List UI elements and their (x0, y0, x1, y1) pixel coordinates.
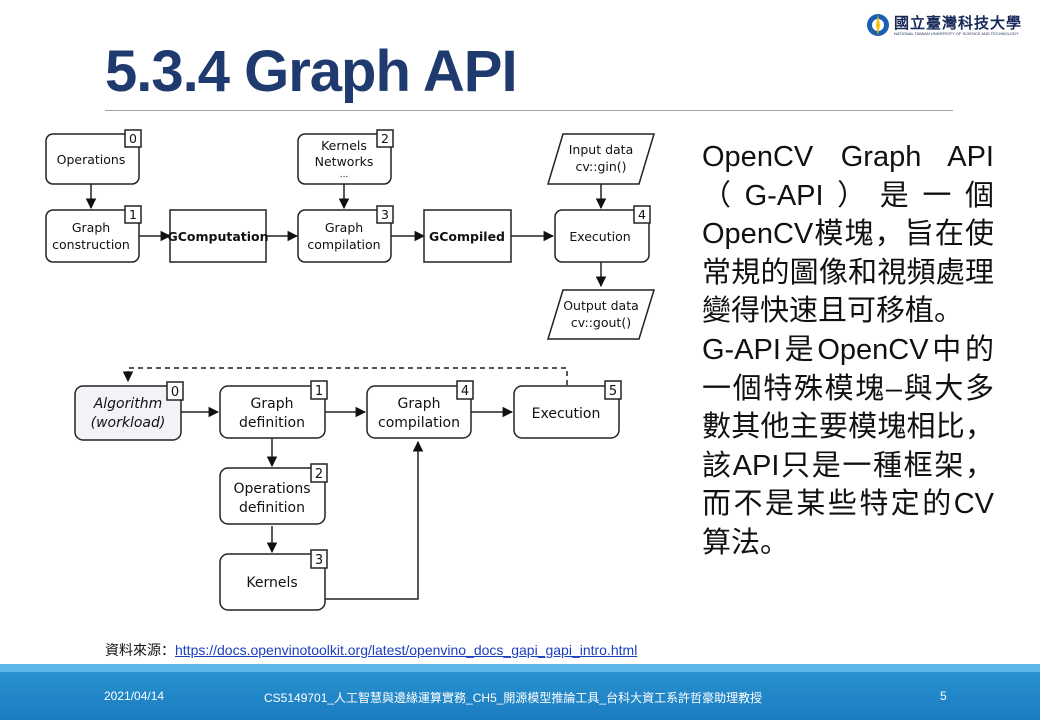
kernels-bottom-label: Kernels (246, 575, 297, 591)
graph-compilation-num: 3 (381, 207, 389, 222)
source-citation: 資料來源：https://docs.openvinotoolkit.org/la… (105, 640, 637, 660)
algorithm-num: 0 (171, 385, 179, 400)
operations-definition-l1: Operations (234, 481, 311, 497)
body-paragraph-2: G-API是OpenCV中的一個特殊模塊–與大多數其他主要模塊相比，該API只是… (702, 333, 994, 559)
execution-top-label: Execution (569, 229, 630, 244)
source-link[interactable]: https://docs.openvinotoolkit.org/latest/… (175, 642, 638, 658)
source-label: 資料來源： (105, 642, 175, 658)
graph-definition-num: 1 (315, 384, 323, 399)
title-divider (105, 110, 953, 111)
university-logo: 國立臺灣科技大學 NATIONAL TAIWAN UNIVERSITY OF S… (866, 12, 1026, 42)
footer-page-number: 5 (940, 689, 947, 703)
graph-compilation-l1: Graph (325, 220, 363, 235)
operations-definition-num: 2 (315, 467, 323, 482)
input-data-l2: cv::gin() (575, 159, 626, 174)
algorithm-l1: Algorithm (93, 396, 163, 412)
footer-bar: 2021/04/14 CS5149701_人工智慧與邊緣運算實務_CH5_開源模… (0, 664, 1040, 720)
seal-icon (867, 14, 889, 36)
slide-title: 5.3.4 Graph API (105, 39, 518, 104)
input-data-l1: Input data (569, 142, 634, 157)
graph-construction-l1: Graph (72, 220, 110, 235)
operations-label: Operations (57, 152, 126, 167)
gapi-diagram: Operations 0 Graph construction 1 GCompu… (45, 129, 656, 611)
algorithm-l2: (workload) (91, 415, 166, 431)
kernels-l1: Kernels (321, 138, 367, 153)
kernels-bottom-num: 3 (315, 553, 323, 568)
graph-definition-l1: Graph (251, 396, 294, 412)
logo-text: 國立臺灣科技大學 (894, 14, 1023, 32)
footer-date: 2021/04/14 (104, 689, 165, 703)
kernels-l3: ... (340, 170, 349, 180)
gcompiled-label: GCompiled (429, 229, 505, 244)
execution-top-num: 4 (638, 207, 646, 222)
graph-compilation-l2: compilation (307, 237, 380, 252)
operations-definition-l2: definition (239, 500, 305, 516)
graph-definition-l2: definition (239, 415, 305, 431)
output-data-l1: Output data (563, 298, 639, 313)
kernels-l2: Networks (315, 154, 374, 169)
body-text: OpenCV Graph API（G-API）是一個OpenCV模塊，旨在使常規… (702, 138, 994, 563)
body-paragraph-1: OpenCV Graph API（G-API）是一個OpenCV模塊，旨在使常規… (702, 141, 994, 328)
graph-construction-num: 1 (129, 207, 137, 222)
output-data-l2: cv::gout() (571, 315, 631, 330)
logo-subtext: NATIONAL TAIWAN UNIVERSITY OF SCIENCE AN… (894, 31, 1019, 36)
execution-bottom-num: 5 (609, 384, 617, 399)
footer-band (0, 664, 1040, 672)
execution-bottom-label: Execution (532, 406, 601, 422)
kernels-num: 2 (381, 131, 389, 146)
graph-compilation-b-l2: compilation (378, 415, 460, 431)
gcomputation-label: GComputation (167, 229, 268, 244)
graph-compilation-b-num: 4 (461, 384, 469, 399)
footer-course: CS5149701_人工智慧與邊緣運算實務_CH5_開源模型推論工具_台科大資工… (264, 691, 763, 705)
graph-construction-l2: construction (52, 237, 130, 252)
graph-compilation-b-l1: Graph (398, 396, 441, 412)
operations-num: 0 (129, 131, 137, 146)
